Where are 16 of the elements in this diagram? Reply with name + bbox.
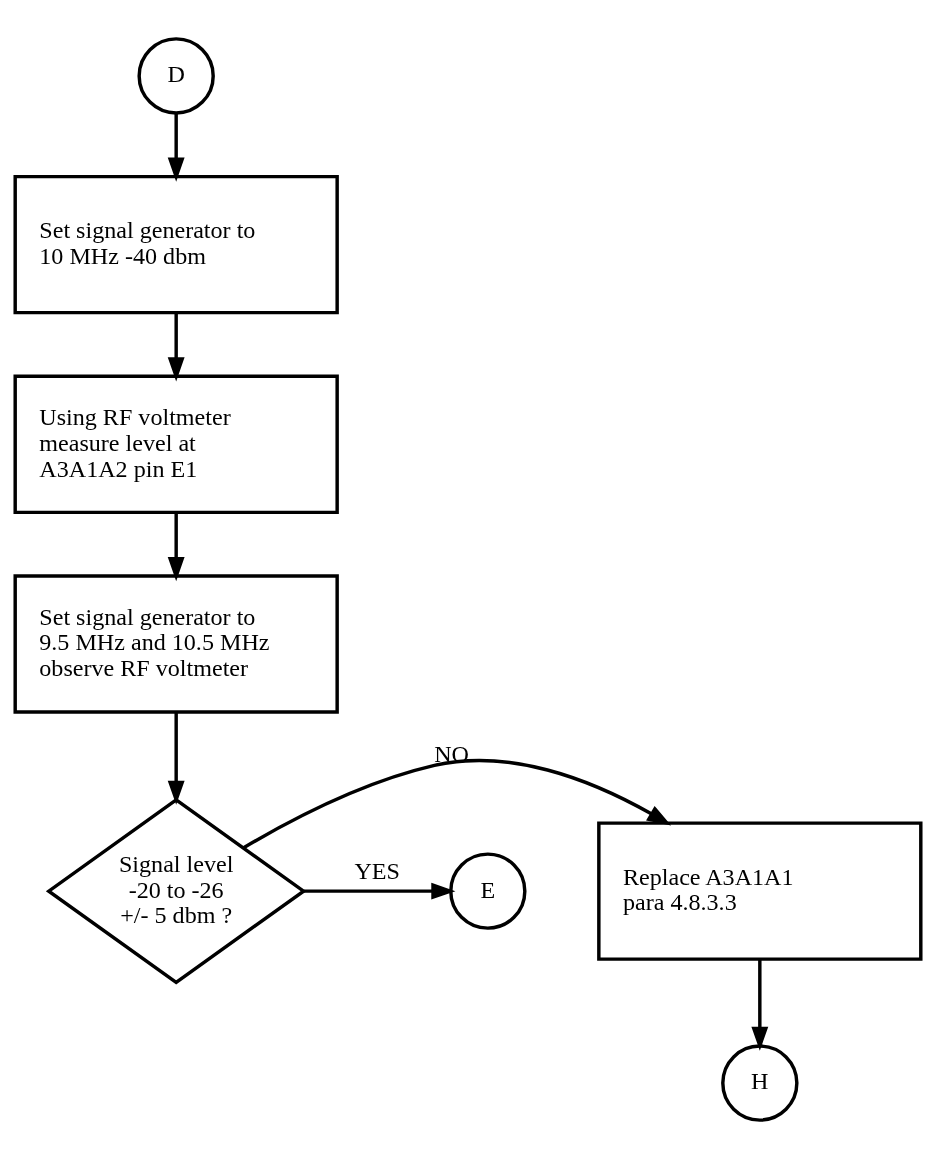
arrow (751, 959, 769, 1051)
arrow (167, 712, 185, 805)
node-diamond: Signal level -20 to -26 +/- 5 dbm ? (45, 797, 307, 985)
arrow (242, 758, 672, 850)
node-box: Set signal generator to 9.5 MHz and 10.5 MHz observe RF voltmeter (13, 574, 339, 714)
arrow (167, 312, 185, 382)
arrow (303, 882, 456, 900)
node-box: Replace A3A1A1 para 4.8.3.3 (597, 821, 923, 961)
node-box: Set signal generator to 10 MHz -40 dbm (13, 174, 339, 315)
node-circle: E (449, 852, 527, 930)
edge-label: YES (354, 858, 400, 885)
arrow (167, 512, 185, 582)
node-box: Using RF voltmeter measure level at A3A1A2 pin E1 (13, 374, 339, 515)
node-circle: H (721, 1044, 799, 1122)
node-circle: D (137, 37, 215, 115)
arrow (167, 113, 185, 182)
